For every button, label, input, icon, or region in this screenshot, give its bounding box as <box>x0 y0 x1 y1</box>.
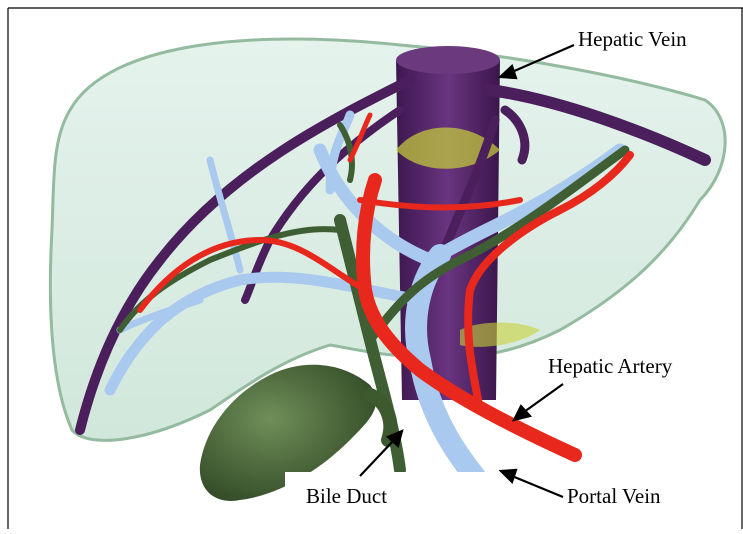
portal-vein-label: Portal Vein <box>567 486 661 507</box>
hepatic-artery-label: Hepatic Artery <box>548 356 672 377</box>
ivc-top <box>396 46 500 74</box>
bile-duct-label: Bile Duct <box>306 486 387 507</box>
hepatic-vein-label: Hepatic Vein <box>578 29 687 50</box>
bile-duct-arrow <box>360 440 394 476</box>
cystic-duct <box>370 395 390 440</box>
portal-vein-arrow <box>512 476 563 497</box>
hepatic-artery-arrow <box>524 384 563 412</box>
